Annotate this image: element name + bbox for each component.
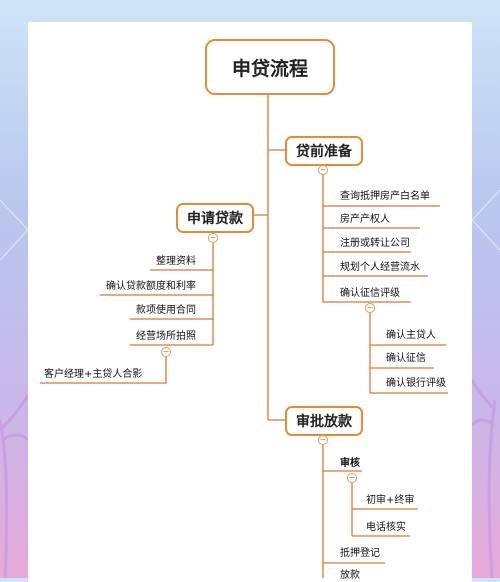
node-approve-3[interactable]: 放款 bbox=[340, 570, 360, 581]
node-apply-sub-1[interactable]: 客户经理+主贷人合影 bbox=[44, 369, 143, 380]
node-apply-1[interactable]: 整理资料 bbox=[156, 256, 196, 267]
node-approve-2[interactable]: 抵押登记 bbox=[340, 548, 380, 559]
node-prep-1[interactable]: 查询抵押房产白名单 bbox=[340, 191, 430, 202]
node-prep-sub-1[interactable]: 确认主贷人 bbox=[386, 330, 436, 341]
collapse-toggle-review[interactable]: − bbox=[347, 473, 357, 483]
node-prep-sub-3[interactable]: 确认银行评级 bbox=[386, 378, 446, 389]
branch-node-approve[interactable]: 审批放款 bbox=[285, 406, 363, 436]
collapse-toggle-approve[interactable]: − bbox=[318, 435, 328, 445]
branch-node-apply[interactable]: 申请贷款 bbox=[176, 203, 254, 233]
node-approve-sub-2[interactable]: 电话核实 bbox=[366, 522, 406, 533]
branch-node-prep[interactable]: 贷前准备 bbox=[285, 136, 363, 166]
node-approve-1[interactable]: 审核 bbox=[340, 458, 360, 469]
node-prep-4[interactable]: 规划个人经营流水 bbox=[340, 262, 420, 273]
collapse-toggle-credit[interactable]: − bbox=[365, 303, 375, 313]
collapse-toggle-apply[interactable]: − bbox=[208, 233, 218, 243]
node-apply-4[interactable]: 经营场所拍照 bbox=[136, 331, 196, 342]
node-prep-3[interactable]: 注册或转让公司 bbox=[340, 238, 410, 249]
node-prep-2[interactable]: 房产产权人 bbox=[340, 214, 390, 225]
node-prep-sub-2[interactable]: 确认征信 bbox=[386, 353, 426, 364]
collapse-toggle-photo[interactable]: − bbox=[161, 347, 171, 357]
node-approve-sub-1[interactable]: 初审+终审 bbox=[366, 495, 415, 506]
node-apply-3[interactable]: 款项使用合同 bbox=[136, 305, 196, 316]
node-prep-5[interactable]: 确认征信评级 bbox=[340, 288, 400, 299]
root-node[interactable]: 申贷流程 bbox=[205, 39, 335, 95]
node-apply-2[interactable]: 确认贷款额度和利率 bbox=[106, 281, 196, 292]
collapse-toggle-prep[interactable]: − bbox=[318, 165, 328, 175]
